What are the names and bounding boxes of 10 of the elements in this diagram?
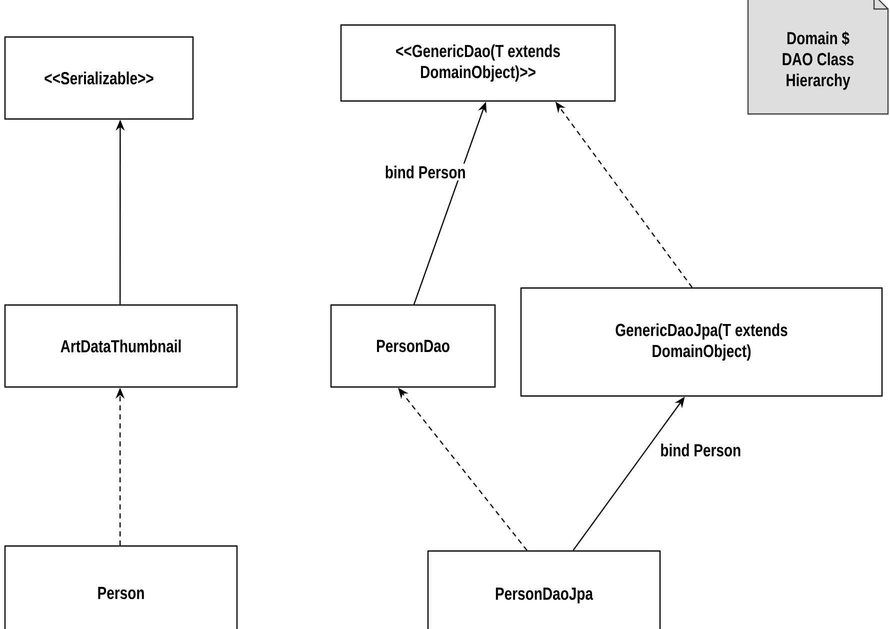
class-box: <<GenericDao(T extends DomainObject)>> — [340, 24, 616, 102]
class-box: GenericDaoJpa(T extends DomainObject) — [520, 287, 883, 397]
class-box: ArtDataThumbnail — [4, 304, 238, 388]
class-box: Person — [4, 545, 238, 629]
class-box: <<Serializable>> — [4, 36, 194, 120]
class-box: PersonDao — [330, 304, 496, 388]
note: Domain $ DAO Class Hierarchy — [747, 0, 889, 115]
edge-label: bind Person — [658, 442, 744, 458]
edge-label: bind Person — [382, 164, 468, 180]
class-box: PersonDaoJpa — [427, 550, 661, 629]
